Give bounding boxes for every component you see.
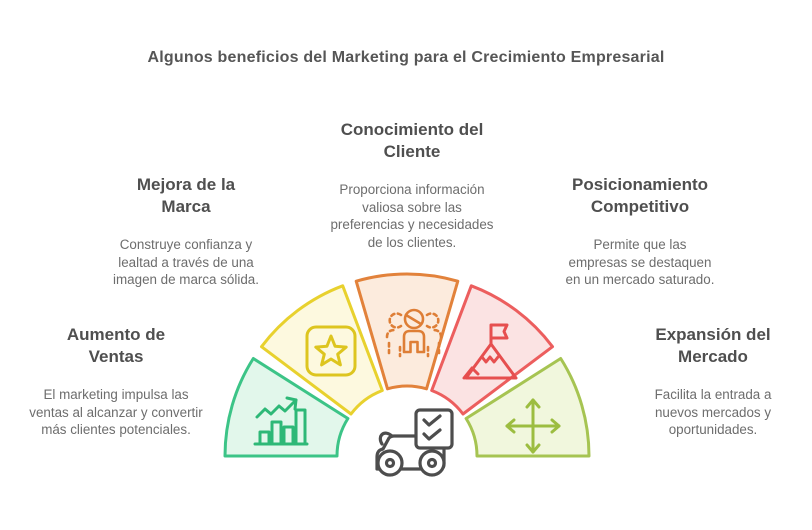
star-badge-icon (305, 325, 357, 377)
benefit-description: El marketing impulsa las ventas al alcan… (29, 387, 203, 437)
mountain-flag-icon (462, 323, 518, 380)
benefit-description: Proporciona información valiosa sobre la… (330, 182, 494, 250)
benefit-heading: Mejora de la Marca (136, 175, 236, 216)
benefit-mejora-de-la-marca: Mejora de la Marca Construye confianza y… (86, 174, 286, 289)
bar-chart-growth-icon (253, 396, 309, 446)
benefit-conocimiento-del-cliente: Conocimiento del Cliente Proporciona inf… (312, 119, 512, 251)
benefit-expansion-del-mercado: Expansión del Mercado Facilita la entrad… (613, 324, 812, 439)
customer-group-icon (385, 308, 443, 358)
benefit-heading: Conocimiento del Cliente (340, 120, 484, 161)
segment-aumento-de-ventas (223, 357, 350, 458)
benefit-heading: Aumento de Ventas (66, 325, 166, 366)
benefit-heading: Expansión del Mercado (655, 325, 771, 366)
car-with-checklist-icon (375, 408, 454, 477)
benefit-aumento-de-ventas: Aumento de Ventas El marketing impulsa l… (16, 324, 216, 439)
segment-mejora-de-la-marca (260, 284, 384, 416)
expand-arrows-icon (505, 398, 561, 454)
benefit-description: Facilita la entrada a nuevos mercados y … (654, 387, 772, 437)
page-title: Algunos beneficios del Marketing para el… (147, 49, 665, 66)
benefit-heading: Posicionamiento Competitivo (571, 175, 709, 216)
benefit-description: Permite que las empresas se destaquen en… (565, 237, 715, 287)
benefit-posicionamiento-competitivo: Posicionamiento Competitivo Permite que … (540, 174, 740, 289)
segment-posicionamiento-competitivo (430, 284, 554, 416)
benefit-description: Construye confianza y lealtad a través d… (113, 237, 259, 287)
